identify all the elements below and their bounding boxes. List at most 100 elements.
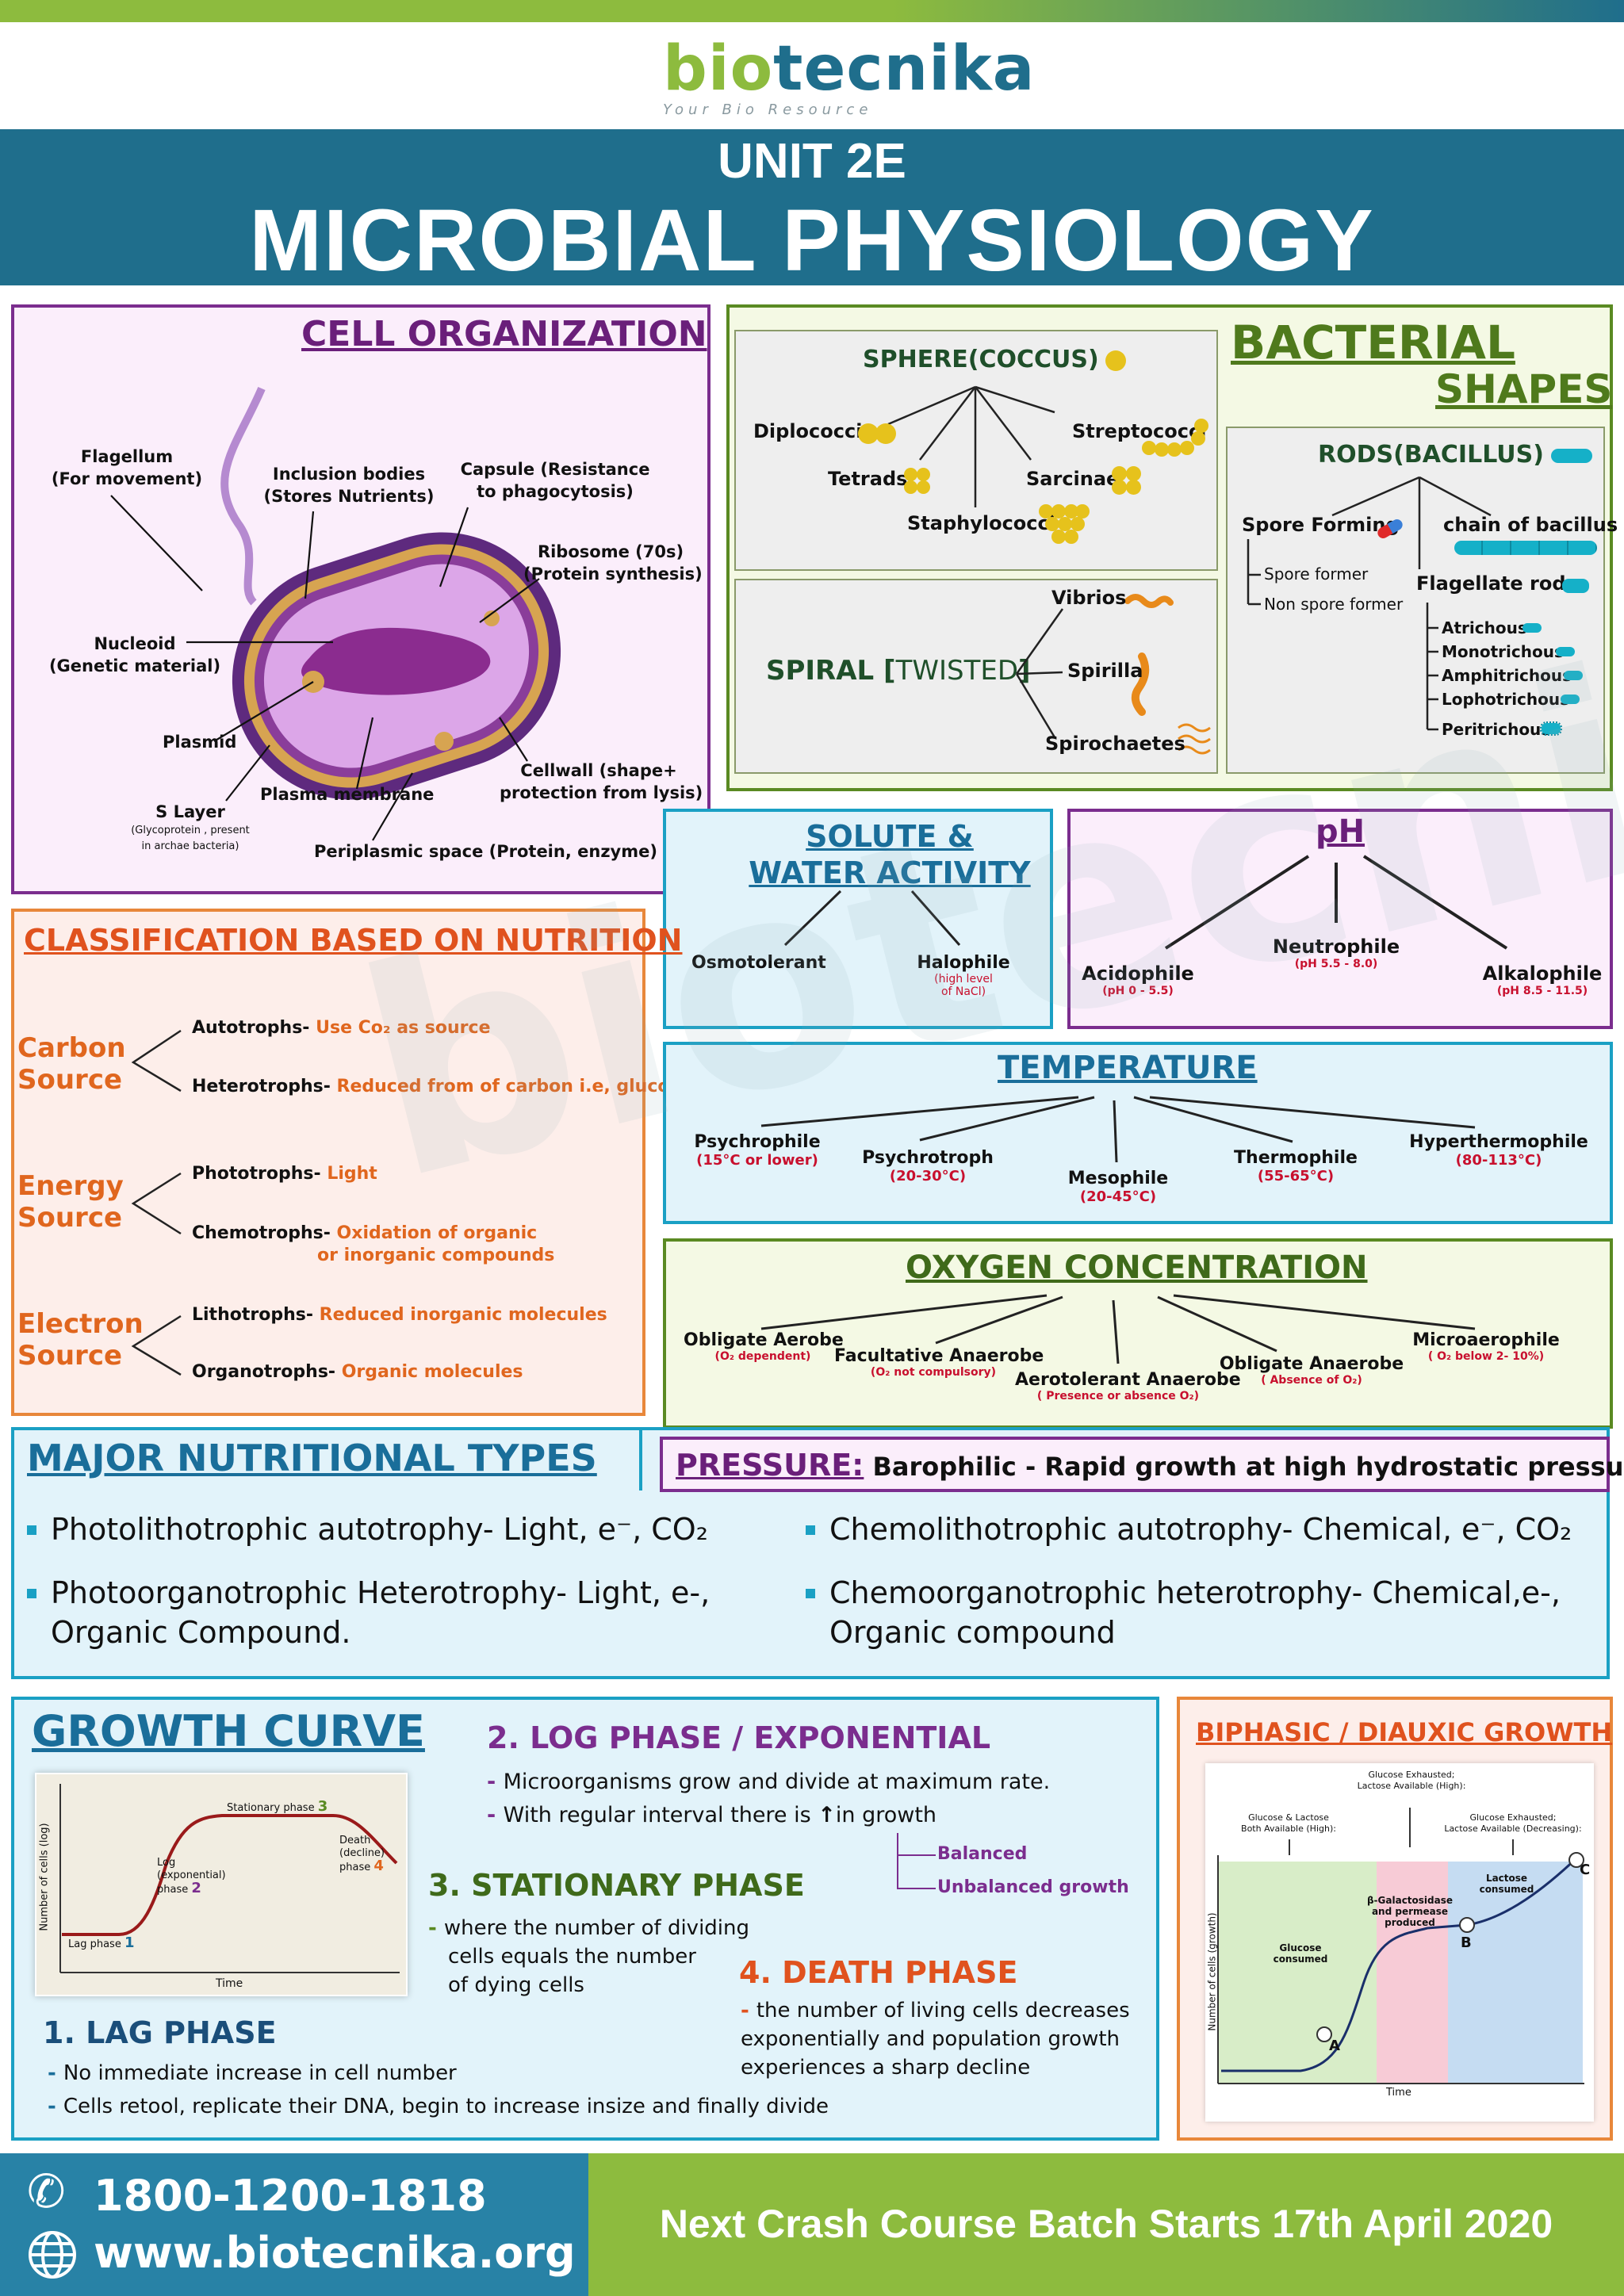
major-item-1: Photolithotrophic autotrophy- Light, e⁻,… bbox=[51, 1512, 708, 1547]
oxygen-title: OXYGEN CONCENTRATION bbox=[906, 1249, 1368, 1286]
label-nucleoid: Nucleoid(Genetic material) bbox=[48, 634, 221, 675]
spiral-title: SPIRAL [TWISTED] bbox=[766, 655, 1031, 687]
ph-title: pH bbox=[1315, 813, 1365, 850]
biphasic-point-a: A bbox=[1329, 2038, 1340, 2054]
biphasic-point-b: B bbox=[1461, 1934, 1472, 1951]
rods-lophotrichous: Lophotrichous bbox=[1442, 690, 1570, 709]
monotrichous-icon bbox=[1556, 647, 1575, 656]
label-flagellum: Flagellum(For movement) bbox=[51, 447, 203, 488]
graph-lag: Lag phase 1 bbox=[68, 1934, 135, 1951]
lag-phase-title: 1. LAG PHASE bbox=[43, 2015, 277, 2050]
spiral-spirochaetes: Spirochaetes bbox=[1045, 733, 1185, 755]
label-s-layer: S Layer (Glycoprotein , present in archa… bbox=[131, 802, 250, 852]
graph-stationary: Stationary phase 3 bbox=[227, 1798, 328, 1815]
biphasic-top-note: Glucose Exhausted;Lactose Available (Hig… bbox=[1357, 1770, 1466, 1791]
staphylococci-icon bbox=[1039, 504, 1090, 547]
coccus-streptococci: Streptococci bbox=[1072, 420, 1207, 442]
coccus-title: SPHERE(COCCUS) bbox=[863, 346, 1099, 373]
log-phase-title: 2. LOG PHASE / EXPONENTIAL bbox=[487, 1720, 991, 1755]
graph-log: Log(exponential)phase 2 bbox=[157, 1857, 226, 1896]
coccus-icon bbox=[1105, 350, 1126, 371]
temp-hyperthermophile: Hyperthermophile(80-113°C) bbox=[1409, 1132, 1588, 1169]
footer-website[interactable]: www.biotecnika.org bbox=[94, 2228, 576, 2278]
temp-psychrophile: Psychrophile(15°C or lower) bbox=[694, 1132, 821, 1169]
biphasic-title: BIPHASIC / DIAUXIC GROWTH bbox=[1196, 1717, 1613, 1747]
solute-panel bbox=[663, 809, 1053, 1029]
temperature-panel bbox=[663, 1042, 1613, 1224]
logo: biotecnika bbox=[663, 33, 1036, 105]
nutrition-panel bbox=[11, 909, 645, 1416]
rods-icon bbox=[1551, 449, 1592, 463]
biphasic-right-note: Glucose Exhausted;Lactose Available (Dec… bbox=[1444, 1812, 1582, 1834]
biphasic-region-glucose bbox=[1218, 1862, 1377, 2084]
amphitrichous-icon bbox=[1564, 671, 1583, 680]
major-bullet-1 bbox=[27, 1525, 36, 1535]
major-item-4: Chemoorganotrophic heterotrophy- Chemica… bbox=[829, 1575, 1561, 1650]
nutrition-title: CLASSIFICATION BASED ON NUTRITION bbox=[24, 923, 683, 958]
major-bullet-2 bbox=[806, 1525, 815, 1535]
header-band bbox=[0, 129, 1624, 285]
footer-phone[interactable]: 1800-1200-1818 bbox=[94, 2171, 487, 2221]
biphasic-xlabel: Time bbox=[1386, 2087, 1411, 2099]
stationary-title: 3. STATIONARY PHASE bbox=[428, 1868, 805, 1903]
phone-icon: ✆ bbox=[27, 2164, 66, 2218]
solute-title: SOLUTE &WATER ACTIVITY bbox=[749, 819, 1031, 890]
temp-psychrotroph: Psychrotroph(20-30°C) bbox=[862, 1148, 994, 1184]
autotrophs: Autotrophs- Use Co₂ as source bbox=[192, 1018, 491, 1038]
sarcinae-icon bbox=[1112, 466, 1142, 495]
coccus-diplococci: Diplococci bbox=[753, 420, 863, 442]
tetrads-icon bbox=[904, 468, 931, 495]
log-balanced: Balanced bbox=[937, 1844, 1028, 1864]
graph-death: Death(decline)phase 4 bbox=[339, 1835, 385, 1874]
lophotrichous-icon bbox=[1561, 695, 1580, 704]
footer-batch: Next Crash Course Batch Starts 17th Apri… bbox=[659, 2202, 1553, 2246]
streptococci-icon bbox=[1142, 412, 1213, 460]
footer-right bbox=[588, 2153, 1624, 2296]
label-ribosome: Ribosome (70s)(Protein synthesis) bbox=[523, 542, 703, 584]
biphasic-region-lactose bbox=[1448, 1862, 1583, 2084]
major-item-3: Photoorganotrophic Heterotrophy- Light, … bbox=[51, 1575, 710, 1650]
rods-monotrichous: Monotrichous bbox=[1442, 642, 1564, 661]
ph-panel bbox=[1067, 809, 1613, 1029]
growth-graph bbox=[35, 1773, 408, 1996]
up-arrow-icon: ↑ bbox=[818, 1803, 836, 1827]
major-item-2: Chemolithotrophic autotrophy- Chemical, … bbox=[829, 1512, 1572, 1547]
temp-mesophile: Mesophile(20-45°C) bbox=[1067, 1169, 1169, 1205]
label-plasma-membrane: Plasma membrane bbox=[260, 785, 435, 804]
coccus-sarcinae: Sarcinae bbox=[1026, 468, 1120, 490]
logo-rest: tecnika bbox=[773, 33, 1036, 105]
spiral-box bbox=[734, 579, 1218, 774]
death-title: 4. DEATH PHASE bbox=[739, 1955, 1018, 1990]
oxygen-obligate-aerobe: Obligate Aerobe(O₂ dependent) bbox=[684, 1330, 844, 1363]
rods-spore-former: Spore former bbox=[1264, 564, 1369, 584]
major-title-tab bbox=[11, 1427, 642, 1490]
oxygen-obligate-anaerobe: Obligate Anaerobe( Absence of O₂) bbox=[1219, 1354, 1404, 1387]
biphasic-point-c: C bbox=[1580, 1862, 1591, 1878]
heterotrophs: Heterotrophs- Reduced from of carbon i.e… bbox=[192, 1077, 692, 1096]
lag-phase-p2: - Cells retool, replicate their DNA, beg… bbox=[48, 2095, 829, 2118]
log-phase-p2: - With regular interval there is ↑in gro… bbox=[487, 1803, 937, 1827]
spiral-spirilla: Spirilla bbox=[1067, 660, 1143, 682]
rods-box bbox=[1226, 427, 1605, 774]
solute-osmotolerant: Osmotolerant bbox=[691, 953, 826, 973]
atrichous-icon bbox=[1522, 623, 1542, 633]
unit-label: UNIT 2E bbox=[718, 134, 906, 189]
bacterial-title-2: SHAPES bbox=[1435, 366, 1613, 412]
